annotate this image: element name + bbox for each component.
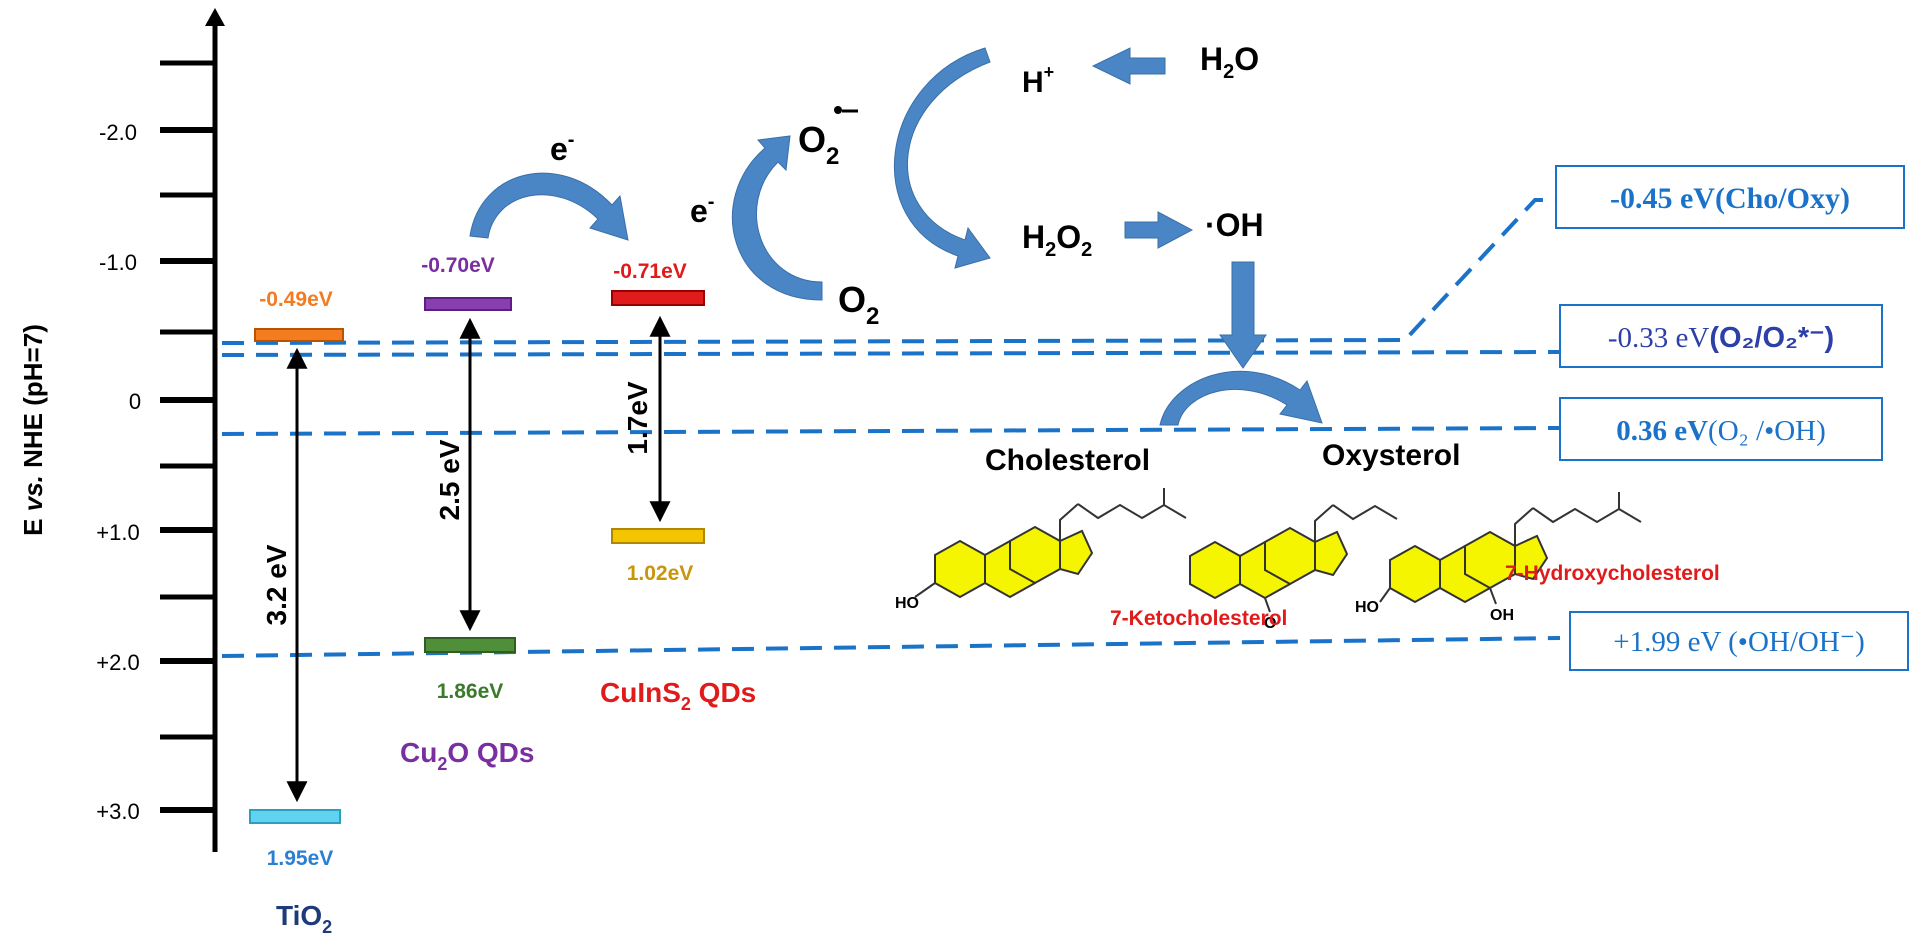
cuins2-name: CuInS2 QDs: [600, 677, 756, 714]
h2o2-to-oh-arrow: [1124, 211, 1194, 249]
keto-o: O: [1264, 615, 1276, 632]
tick-label: -1.0: [99, 250, 137, 275]
cu2o-bands: -0.70eV 1.86eV 2.5 eV Cu2O QDs: [400, 254, 534, 774]
tio2-cb-bar: [254, 328, 344, 342]
hydroxy-oh: OH: [1490, 607, 1514, 624]
ketocholesterol-label: 7-Ketocholesterol: [1110, 607, 1287, 630]
cuins2-bands: -0.71eV 1.02eV 1.7eV CuInS2 QDs: [600, 260, 756, 714]
oh-ohminus-box: [1569, 611, 1909, 671]
hydroxycholesterol-label: 7-Hydroxycholesterol: [1505, 562, 1720, 585]
electron-label-1: e-: [550, 129, 574, 167]
tio2-vb-bar: [249, 809, 341, 824]
o2-superoxide-box: [1559, 304, 1883, 368]
h2o2-label: H2O2: [1022, 219, 1092, 261]
hydroxy-ho: HO: [1355, 599, 1379, 616]
h2o-label: H2O: [1200, 41, 1259, 83]
electron-label-2: e-: [690, 191, 714, 229]
cuins2-cb-bar: [611, 290, 705, 306]
o2-superoxide-line: [221, 350, 1561, 357]
oxysterol-title: Oxysterol: [1322, 439, 1460, 472]
ketocholesterol-structure: Oxysterol O 7-Ketocholesterol: [1110, 439, 1460, 632]
electron-transfer-arrow-1: [469, 172, 629, 241]
cholesterol-structure: Cholesterol HO: [895, 444, 1187, 612]
o2-oh-line: [221, 426, 1561, 436]
cholesterol-title: Cholesterol: [985, 444, 1150, 477]
oh-down-arrow: [1219, 261, 1267, 369]
h2o-to-hplus-arrow: [1091, 47, 1166, 85]
tick-label: +1.0: [96, 520, 139, 545]
cuins2-vb-label: 1.02eV: [627, 562, 694, 585]
o2-superoxide-potential: -0.33 eV(O₂/O₂*⁻): [1608, 322, 1834, 354]
y-axis: -2.0 -1.0 0 +1.0 +2.0 +3.0 E vs. NHE (pH…: [18, 8, 225, 852]
cu2o-gap-label: 2.5 eV: [434, 439, 465, 520]
transfer-arrows: [469, 47, 1323, 426]
h-plus-label: H+: [1022, 62, 1054, 99]
cu2o-name: Cu2O QDs: [400, 737, 534, 774]
cu2o-cb-label: -0.70eV: [421, 254, 495, 277]
oh-ohminus-line: [221, 636, 1561, 658]
tick-label: 0: [129, 389, 141, 414]
cho-oxy-box: [1555, 165, 1905, 229]
superoxide-label: O2: [798, 119, 839, 170]
o2-oh-potential: 0.36 eV(O₂ /•OH): [1616, 415, 1826, 447]
h-plus-loop-arrow: [894, 47, 991, 269]
cho-oxy-line: [221, 198, 1560, 345]
tio2-gap-label: 3.2 eV: [261, 544, 292, 625]
cu2o-cb-bar: [424, 297, 512, 311]
tick-label: +3.0: [96, 799, 139, 824]
hydroxycholesterol-structure: HO OH 7-Hydroxycholesterol: [1355, 492, 1720, 624]
tio2-bands: -0.49eV 1.95eV 3.2 eV TiO2: [249, 288, 344, 937]
cuins2-gap-label: 1.7eV: [622, 381, 653, 454]
cu2o-vb-label: 1.86eV: [437, 680, 504, 703]
potential-boxes: -0.45 eV(Cho/Oxy) -0.33 eV(O₂/O₂*⁻) 0.36…: [1555, 165, 1909, 671]
tick-label: -2.0: [99, 120, 137, 145]
cu2o-vb-bar: [424, 637, 516, 653]
reaction-species: e- e- O2 O2 H+ H2O H2O2 ·OH: [550, 41, 1264, 330]
axis-arrowhead: [205, 8, 225, 26]
oxidation-arrow: [1159, 370, 1323, 426]
y-axis-title: E vs. NHE (pH=7): [18, 324, 48, 536]
cho-oxy-potential: -0.45 eV(Cho/Oxy): [1610, 182, 1850, 215]
o2-label: O2: [838, 279, 879, 330]
oh-radical-label: ·OH: [1205, 207, 1264, 243]
tio2-cb-label: -0.49eV: [259, 288, 333, 311]
tio2-vb-label: 1.95eV: [267, 847, 334, 870]
electron-transfer-arrow-2: [731, 135, 823, 301]
radical-dot: [834, 106, 842, 114]
oh-ohminus-potential: +1.99 eV (•OH/OH⁻): [1613, 626, 1865, 658]
tio2-name: TiO2: [276, 900, 332, 937]
tick-label: +2.0: [96, 650, 139, 675]
cholesterol-ho: HO: [895, 595, 919, 612]
cuins2-cb-label: -0.71eV: [613, 260, 687, 283]
o2-oh-box: [1559, 397, 1883, 461]
cuins2-vb-bar: [611, 528, 705, 544]
